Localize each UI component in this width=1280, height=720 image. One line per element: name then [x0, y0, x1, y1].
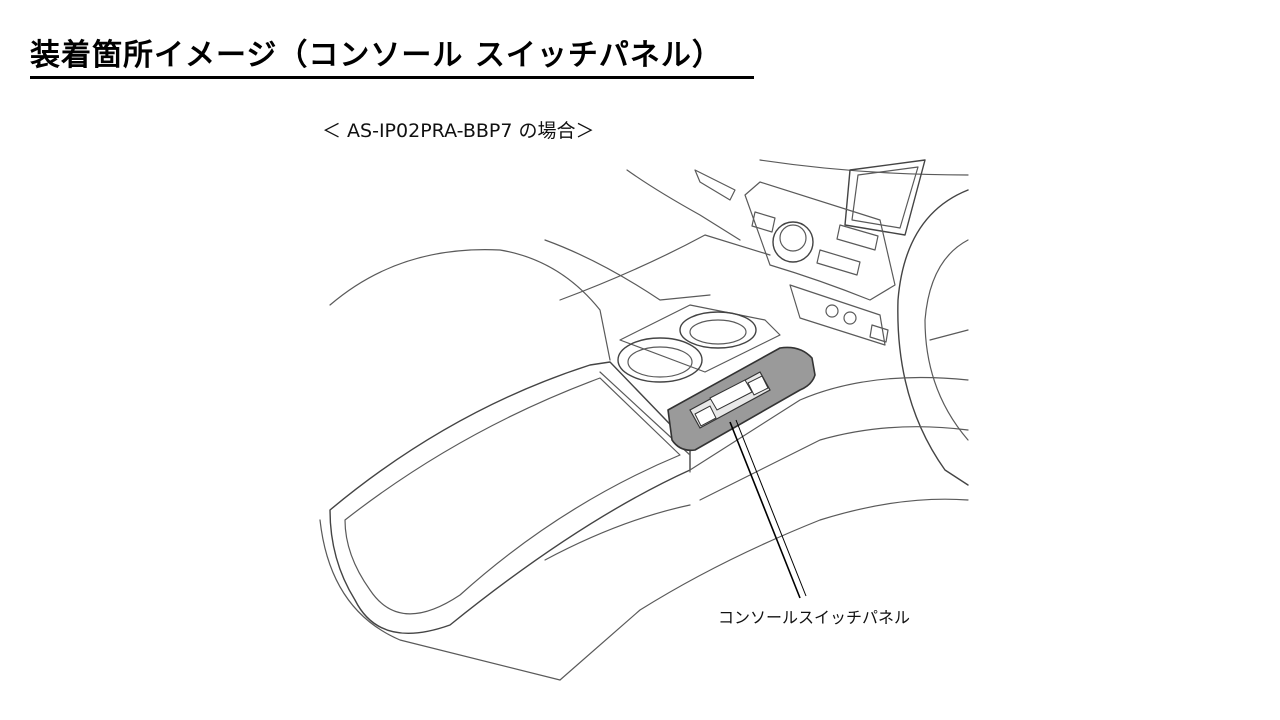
seat-back-line [544, 239, 711, 301]
console-side-lower [699, 426, 969, 501]
lower-stack [789, 284, 886, 346]
control-dial-inner [779, 224, 807, 252]
center-screen [844, 159, 926, 236]
callout-label: コンソールスイッチパネル [718, 608, 911, 627]
steering-spoke [929, 329, 969, 341]
callout-leader-line [735, 419, 807, 597]
dashboard-left-line [626, 169, 741, 241]
cup-holder-rear-inner [689, 319, 747, 345]
cup-holder-front-inner [627, 346, 693, 378]
console-crease [544, 504, 691, 561]
dashboard-edge-line [759, 159, 969, 176]
stack-button-top [836, 224, 879, 251]
switch-button [694, 405, 717, 427]
armrest-seam [599, 371, 691, 473]
center-stack [744, 181, 896, 301]
console-side-upper [689, 376, 969, 471]
console-base-right [559, 498, 969, 681]
tunnel-line [559, 234, 771, 301]
console-illustration [319, 159, 969, 681]
left-seat [329, 249, 611, 361]
center-screen-inner [851, 166, 919, 229]
cup-holder-rear [679, 311, 757, 349]
console-base-left [319, 519, 561, 681]
air-vent-left [694, 169, 736, 201]
steering-wheel [897, 189, 969, 486]
control-dial [772, 221, 814, 263]
steering-wheel-inner [924, 239, 969, 441]
port-icon [843, 311, 857, 325]
armrest-top [344, 377, 681, 615]
port-slot [869, 324, 889, 343]
port-icon [825, 304, 839, 318]
stack-button-right [816, 249, 861, 276]
armrest [329, 361, 691, 634]
switch-button [747, 375, 769, 396]
cup-holder-front [617, 337, 703, 383]
callout-leader-line [729, 421, 801, 599]
page-title: 装着箇所イメージ（コンソール スイッチパネル） [30, 30, 754, 79]
figure-subtitle: ＜ AS-IP02PRA-BBP7 の場合＞ [322, 120, 595, 142]
stack-button-left [751, 211, 776, 233]
